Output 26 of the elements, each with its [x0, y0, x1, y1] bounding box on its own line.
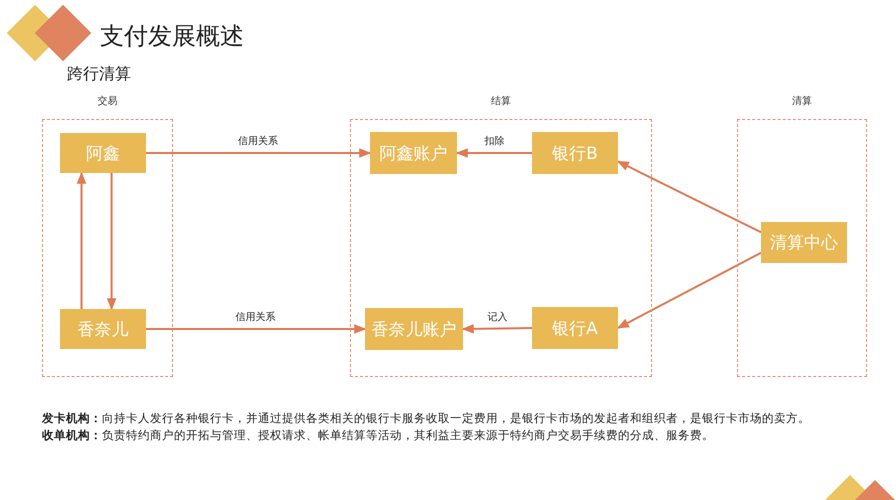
arrow	[76, 172, 86, 309]
section-subtitle: 跨行清算	[67, 64, 131, 85]
process-box: 香奈儿	[60, 309, 146, 349]
arrow	[616, 160, 762, 234]
arrow	[146, 148, 372, 158]
process-box: 清算中心	[761, 222, 847, 263]
arrow	[146, 324, 366, 334]
edge-label: 信用关系	[236, 134, 280, 148]
definition-note: 收单机构：负责特约商户的开拓与管理、授权请求、帐单结算等活动，其利益主要来源于特约商户交易手续费的分成、服务费。	[42, 428, 714, 443]
arrow	[456, 148, 532, 158]
arrow	[616, 252, 762, 329]
edge-label: 扣除	[482, 134, 506, 148]
process-box: 香奈儿账户	[365, 308, 463, 350]
group-heading: 交易	[96, 94, 118, 108]
process-box: 阿鑫账户	[370, 132, 457, 174]
arrow	[106, 173, 116, 310]
edge-label: 信用关系	[234, 310, 278, 324]
process-box: 阿鑫	[60, 133, 146, 173]
group-heading: 清算	[791, 94, 813, 108]
definition-note: 发卡机构：向持卡人发行各种银行卡，并通过提供各类相关的银行卡服务收取一定费用，是银行卡市场的发起者和组织者，是银行卡市场的卖方。	[42, 411, 810, 426]
arrow	[462, 324, 532, 334]
group-heading: 结算	[490, 94, 512, 108]
process-box: 银行A	[532, 307, 618, 349]
edge-label: 记入	[486, 310, 510, 324]
page-title: 支付发展概述	[100, 21, 244, 52]
process-box: 银行B	[532, 132, 618, 174]
